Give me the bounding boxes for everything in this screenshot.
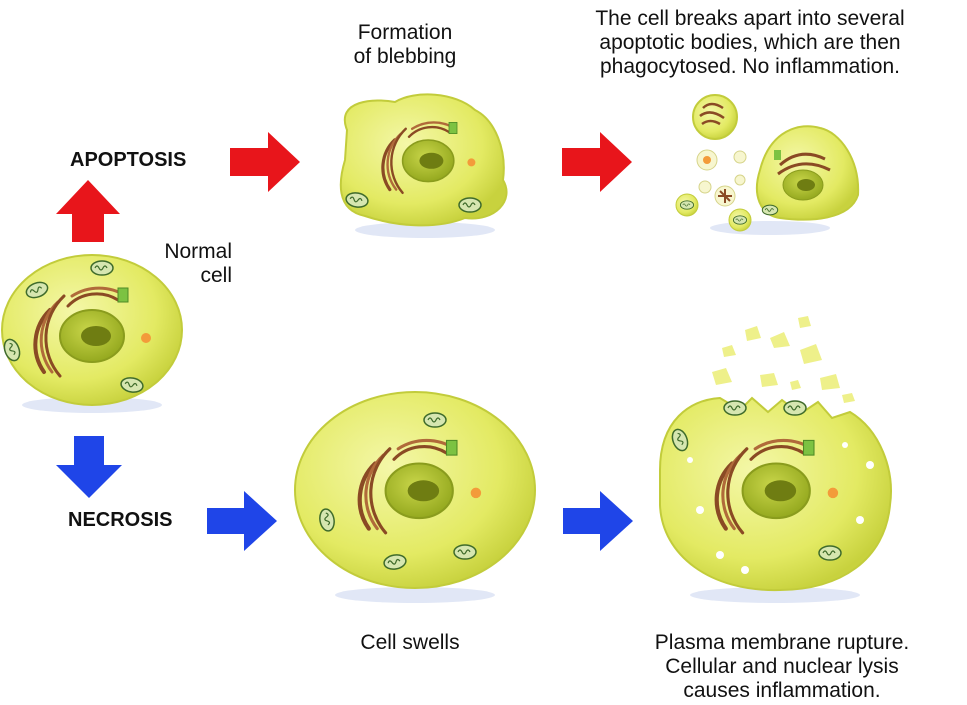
arrow-down-necrosis (56, 436, 122, 498)
arrow-blebbing-to-bodies (562, 132, 632, 192)
apoptotic-bodies-label: The cell breaks apart into several apopt… (595, 7, 905, 78)
arrow-swell-to-rupture (563, 491, 633, 551)
arrow-necrosis-to-swell (207, 491, 277, 551)
normal-cell (0, 254, 183, 406)
cell-swells-label: Cell swells (360, 631, 460, 654)
apoptotic-bodies (675, 94, 860, 232)
apoptosis-label: APOPTOSIS (70, 149, 187, 171)
arrow-apoptosis-to-blebbing (230, 132, 300, 192)
normal-cell-label: Normal cell (164, 240, 232, 287)
blebbing-cell (339, 93, 508, 227)
blebbing-label: Formation of blebbing (353, 21, 457, 68)
necrosis-label: NECROSIS (68, 509, 173, 531)
swollen-cell (294, 391, 536, 589)
ruptured-cell (659, 316, 892, 592)
arrow-up-apoptosis (56, 180, 120, 242)
rupture-label: Plasma membrane rupture. Cellular and nu… (654, 631, 910, 702)
